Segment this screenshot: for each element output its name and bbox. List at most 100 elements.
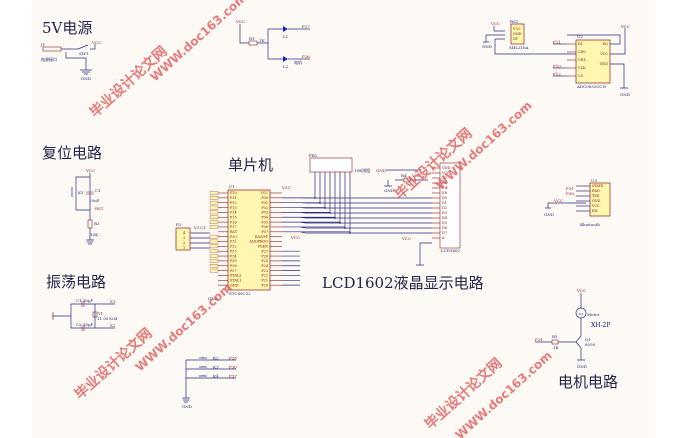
adc-part: ADC0832CCN: [576, 84, 606, 89]
title-reset: 复位电路: [42, 144, 102, 162]
rst-label: RST: [95, 206, 104, 211]
adc-pin-label: CH1: [578, 58, 586, 62]
r-ref: R4: [401, 173, 407, 178]
r-ref: R5: [552, 334, 558, 339]
net-port: [209, 200, 219, 205]
mcu-pin-label: P34: [230, 254, 237, 258]
title-motor: 电机电路: [558, 373, 618, 391]
bt-ref: U3: [591, 178, 597, 183]
sensor-pin-label: D1: [513, 37, 518, 41]
lcd-pin-label: RS: [442, 181, 448, 185]
mcu-pin-label: P13: [230, 206, 237, 210]
key-switch: [186, 357, 236, 361]
net-port: [209, 196, 219, 200]
adc-pin-label: CLK: [578, 66, 586, 70]
led2-ref: L2: [283, 64, 289, 69]
schematic-sheet: [32, 0, 655, 438]
bus-wire: [282, 212, 432, 214]
led-icon: [283, 56, 288, 62]
mcu-pin-label: P33: [230, 249, 237, 253]
adc-pin-label: DO: [603, 42, 609, 46]
jack-label: 电源接口: [41, 56, 57, 62]
r-ref: R1: [249, 36, 255, 41]
lcd1602: LCD1602 GND R4 VCC VCC GND GNDVCCVORSRWE…: [376, 162, 461, 266]
mcu-pin-label: P30: [230, 235, 237, 239]
mcu-pin-label: P16: [230, 220, 237, 224]
net-port: [209, 254, 219, 258]
mcu-pin-label: P06: [261, 225, 268, 229]
vcc-label: VCC: [490, 21, 500, 26]
lcd-pin-label: D2: [442, 206, 447, 210]
mcu-pin-label: P32: [230, 245, 237, 249]
adc-pin-label: DI: [578, 42, 583, 46]
lcd-pin-label: A: [441, 236, 445, 240]
mcu-pin-label: GND: [230, 283, 239, 287]
net-port: [209, 244, 219, 249]
bt-pin-label: STATE: [592, 184, 604, 188]
header-pin-label: 2: [183, 241, 185, 245]
r-ref: R3: [94, 221, 100, 226]
connector-label: XH-2P: [591, 322, 610, 329]
mcu-pin-label: P14: [230, 211, 237, 215]
key-switch: [186, 366, 236, 370]
motor-value: Motor: [587, 312, 600, 317]
key-ref: K1: [78, 190, 84, 195]
net-label: P11: [553, 39, 561, 44]
mcu-pin-label: P11: [230, 196, 237, 200]
net-label: P21: [535, 337, 543, 342]
net-port: [209, 215, 219, 219]
vcc-label: VCC1: [193, 225, 206, 230]
motor-glyph: M1: [579, 312, 584, 316]
adc-ref: U2: [577, 34, 583, 39]
mcu-pin-label: P12: [230, 201, 237, 205]
net-port: [209, 225, 219, 229]
title-mcu: 单片机: [228, 156, 273, 174]
mcu-pin-label: P07: [261, 230, 268, 234]
resistor-pack: PR1 10K排阻: [309, 153, 370, 173]
bt-part: Bluetooth: [580, 222, 600, 227]
key-ref: K4: [213, 373, 219, 378]
switch-ref: SW1: [79, 51, 88, 56]
lcd-pin-label: D4: [442, 216, 447, 220]
lcd-pin-label: D1: [442, 201, 447, 205]
vcc-label: VCC: [411, 173, 421, 178]
mcu-pin-label: PSEN: [258, 245, 268, 249]
mcu-pin-label: P31: [230, 240, 237, 244]
bus-wire: [282, 221, 432, 224]
key-ref: K3: [213, 364, 219, 369]
junction-dot: [314, 197, 316, 199]
bluetooth-module: U3 Bluetooth VCC GND STATERXDTXDGNDVCCEN…: [544, 178, 611, 227]
lcd-pin-label: D6: [442, 226, 447, 230]
net-port: [209, 249, 219, 253]
mcu-pin-label: P03: [261, 211, 268, 215]
mcu-pin-label: P27: [261, 249, 268, 253]
net-label: P10: [553, 63, 561, 68]
bt-pin-label: TXD: [592, 194, 600, 198]
vcc-label: VCC: [281, 185, 291, 190]
crystal-value: 11.0592M: [97, 316, 118, 321]
adc-pin-label: GND: [600, 62, 609, 66]
mcu-pin-label: P21: [261, 279, 268, 283]
gnd-label: GND: [482, 44, 492, 49]
mcu-pin-label: EA/VPP: [255, 235, 269, 239]
mcu-pin-label: P05: [261, 220, 268, 224]
net-label: P36: [229, 364, 237, 369]
lcd-pin-label: GND: [442, 166, 451, 170]
q-ref: Q1: [585, 337, 591, 342]
net-port: [209, 239, 219, 244]
led-icon: [283, 26, 288, 32]
vcc-label: VCC: [553, 198, 563, 203]
sensor-part: SHL216A: [509, 45, 529, 50]
net-port: [209, 234, 219, 239]
header-pin-label: 1: [183, 246, 185, 250]
net-port: [209, 210, 219, 215]
net-label: P27: [302, 24, 310, 29]
net-label: P35: [229, 355, 237, 360]
junction-dot: [329, 212, 331, 214]
junction-dot: [349, 232, 351, 234]
vcc-label: VCC: [620, 24, 630, 29]
mcu-pin-label: P26: [261, 254, 268, 258]
